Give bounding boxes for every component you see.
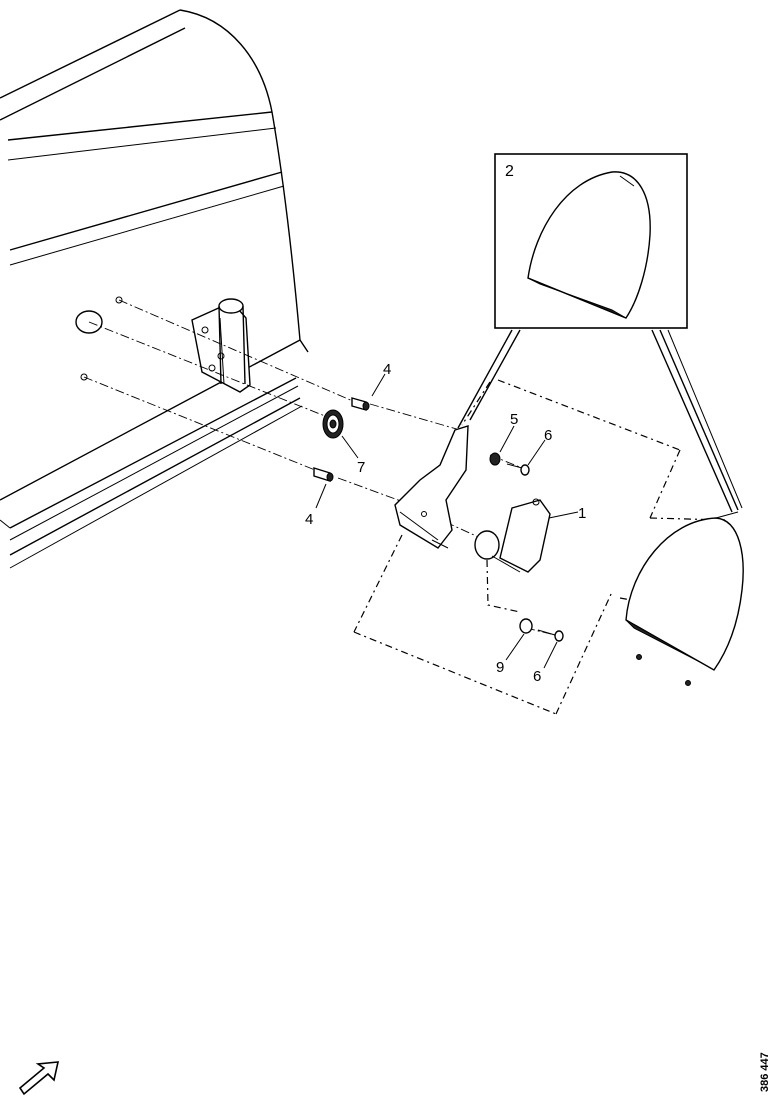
- detail-inset: [494, 153, 688, 329]
- mirror-arm-bracket: [394, 425, 469, 549]
- callout-leaders: [315, 373, 579, 669]
- screw-top: [506, 463, 530, 476]
- callout-part-6-top: 6: [544, 427, 552, 444]
- mirror-adjuster-unit: [474, 498, 551, 573]
- cab-body: [0, 9, 309, 569]
- callout-part-9: 9: [496, 659, 504, 676]
- mirror-housing: [625, 511, 744, 686]
- screw-hole-bottom: [80, 373, 88, 381]
- callout-part-6-bottom: 6: [533, 668, 541, 685]
- washer-bottom: [519, 618, 533, 634]
- document-id: 386 447: [759, 1052, 771, 1092]
- spacer-bottom: [313, 467, 334, 482]
- grommet: [322, 409, 344, 439]
- screw-hole-top: [115, 296, 123, 304]
- assembly-center-lines: [83, 299, 556, 636]
- inset-leader-lines: [457, 329, 743, 513]
- callout-part-2: 2: [505, 163, 514, 180]
- forward-arrow-icon: [18, 1061, 60, 1096]
- callout-part-1: 1: [578, 505, 586, 522]
- callout-part-4-top: 4: [383, 361, 391, 378]
- callout-part-5: 5: [510, 411, 518, 428]
- spacer-top: [351, 397, 370, 411]
- washer-top: [489, 452, 501, 466]
- callout-part-4-bottom: 4: [305, 511, 313, 528]
- mirror-mount-bracket: [191, 298, 251, 393]
- callout-part-7: 7: [357, 459, 365, 476]
- screw-bottom: [537, 629, 564, 642]
